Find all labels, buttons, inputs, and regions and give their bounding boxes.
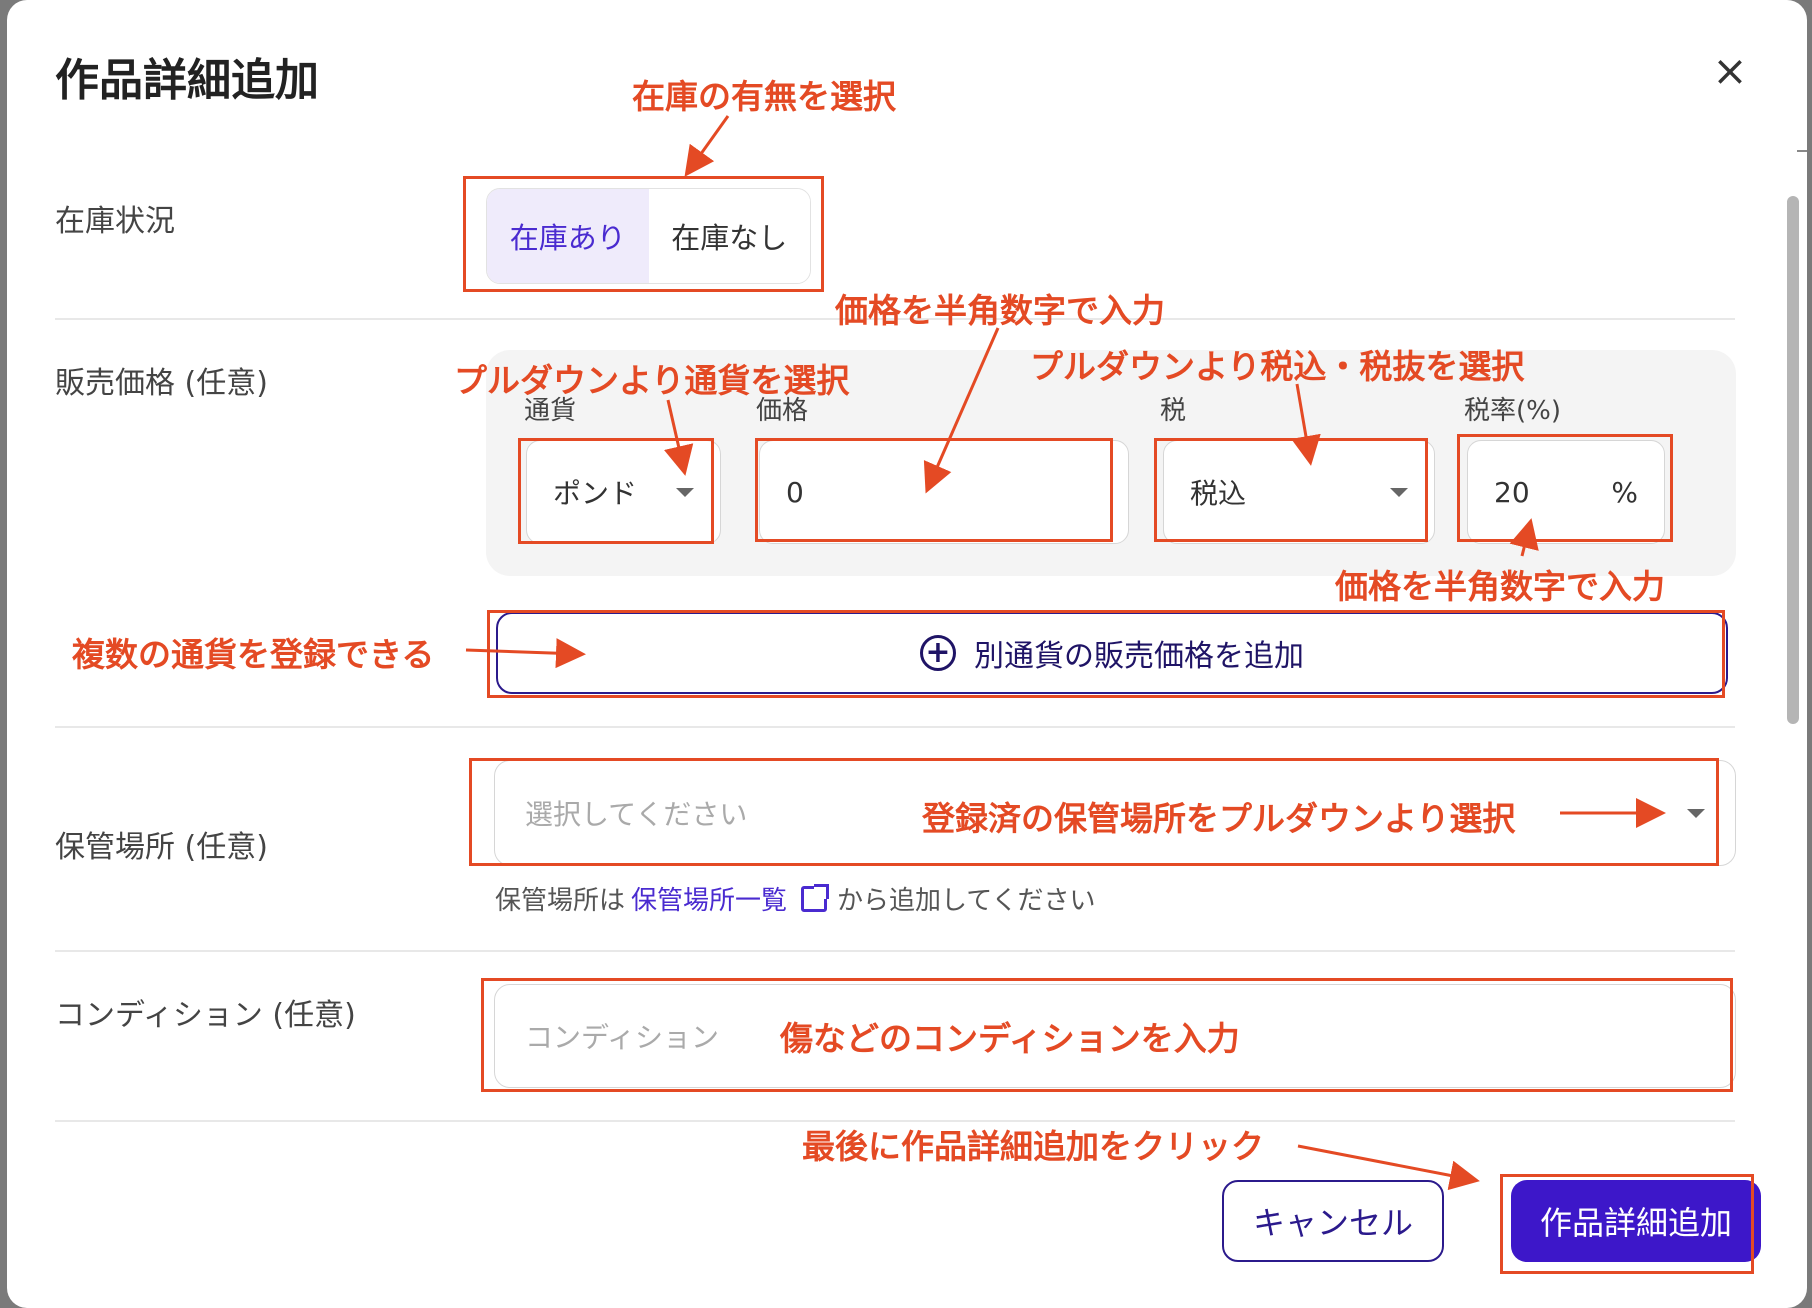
divider [55,950,1735,952]
modal-title: 作品詳細追加 [55,55,319,106]
storage-placeholder: 選択してください [525,798,748,831]
stock-in-stock-option[interactable]: 在庫あり [487,189,649,283]
tax-rate-label: 税率(%) [1464,396,1561,426]
currency-value: ポンド [553,477,638,510]
annotation-multi-currency: 複数の通貨を登録できる [72,635,435,674]
annotation-condition: 傷などのコンディションを入力 [780,1019,1240,1058]
annotation-final: 最後に作品詳細追加をクリック [802,1127,1264,1166]
divider [55,726,1735,728]
storage-hint: 保管場所は 保管場所一覧 から追加してください [495,880,1095,917]
plus-circle-icon: + [920,635,956,671]
divider [1797,150,1807,152]
scrollbar-thumb[interactable] [1787,196,1799,724]
tax-label: 税 [1160,396,1187,426]
annotation-currency: プルダウンより通貨を選択 [454,361,850,400]
annotation-box-price [755,438,1113,542]
condition-input[interactable]: コンディション [494,984,1736,1088]
condition-placeholder: コンディション [525,1021,720,1054]
tax-rate-input[interactable]: 20 % [1467,440,1665,544]
divider [55,1120,1735,1122]
annotation-stock: 在庫の有無を選択 [632,77,896,116]
storage-hint-suffix: から追加してください [837,886,1096,916]
storage-list-link[interactable]: 保管場所一覧 [631,886,788,916]
add-currency-price-button[interactable]: + 別通貨の販売価格を追加 [496,612,1728,694]
stock-out-of-stock-option[interactable]: 在庫なし [648,189,810,283]
currency-label: 通貨 [524,396,577,426]
tax-value: 税込 [1190,477,1247,510]
annotation-tax-rate: 価格を半角数字で入力 [1335,567,1665,606]
close-icon[interactable]: × [1712,46,1748,95]
chevron-down-icon [1687,808,1705,818]
annotation-box-storage [469,758,1719,866]
tax-rate-value: 20 [1494,475,1530,509]
cancel-button[interactable]: キャンセル [1222,1180,1444,1262]
annotation-box-condition [481,978,1733,1092]
annotation-box-tax [1154,438,1428,542]
annotation-storage: 登録済の保管場所をプルダウンより選択 [922,799,1516,838]
annotation-box-stock [463,176,824,292]
annotation-box-submit [1500,1174,1754,1274]
external-link-icon[interactable] [801,883,830,912]
stock-label: 在庫状況 [55,204,175,239]
annotation-box-add-currency [487,610,1725,698]
annotation-box-tax-rate [1457,434,1673,542]
add-currency-price-label: 別通貨の販売価格を追加 [974,639,1304,674]
storage-label: 保管場所 (任意) [55,830,268,865]
condition-label: コンディション (任意) [55,998,356,1033]
annotation-tax: プルダウンより税込・税抜を選択 [1030,347,1525,386]
divider [55,318,1735,320]
add-artwork-detail-button[interactable]: 作品詳細追加 [1511,1180,1761,1262]
price-value: 0 [786,475,804,509]
chevron-down-icon [676,487,694,497]
percent-unit: % [1611,475,1638,509]
price-label: 販売価格 (任意) [55,366,268,401]
chevron-down-icon [1390,487,1408,497]
annotation-box-currency [518,438,714,544]
price-field-label: 価格 [756,396,809,426]
stock-toggle: 在庫あり 在庫なし [486,188,811,284]
storage-hint-prefix: 保管場所は [495,886,626,916]
annotation-price: 価格を半角数字で入力 [835,291,1165,330]
